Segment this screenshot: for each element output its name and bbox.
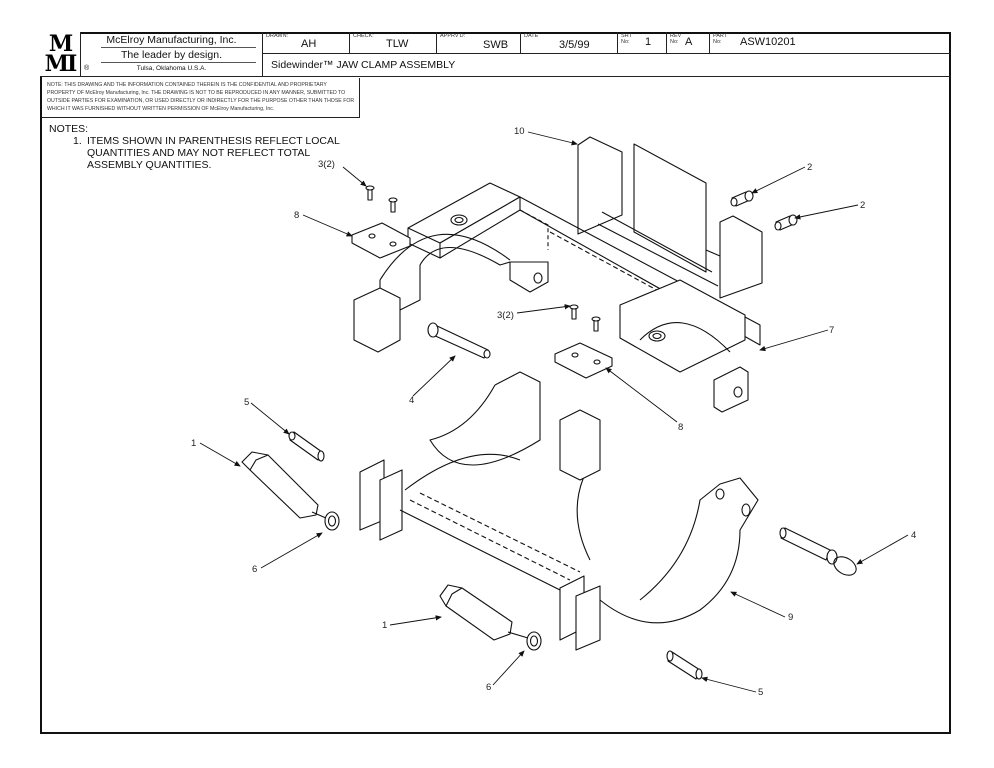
callout-3-middle: 3(2): [497, 310, 514, 321]
date-cell: DATE 3/5/99: [521, 32, 618, 54]
callout-6-bottom: 6: [486, 682, 491, 693]
part-1-clamp-knob-left: [241, 451, 319, 519]
callout-10: 10: [514, 126, 525, 137]
approved-cell: APPRV'D: SWB: [437, 32, 521, 54]
part-6-eye-bolt-left: [311, 511, 340, 531]
rev-cell: REV No: A: [667, 32, 710, 54]
callout-7: 7: [829, 325, 834, 336]
title-block-bottom-rule: [40, 76, 951, 77]
part-value: ASW10201: [740, 36, 796, 48]
notes-heading: NOTES:: [49, 123, 89, 135]
part-9-lower-jaw-frame: [359, 371, 759, 651]
approved-value: SWB: [483, 39, 509, 51]
drawn-label: DRAWN:: [266, 33, 289, 39]
sheet-value: 1: [645, 36, 652, 48]
part-4-hinge-pin-upper: [427, 322, 491, 359]
part-2-shoulder-bolt-a: [730, 190, 754, 207]
part-7-upper-jaw-frame: [353, 182, 761, 413]
confidentiality-notice: NOTE: THIS DRAWING AND THE INFORMATION C…: [42, 78, 360, 118]
drawing-title: Sidewinder™ JAW CLAMP ASSEMBLY: [271, 59, 456, 71]
part-8-retainer-plate-upper: [351, 222, 411, 259]
note-number: 1.: [73, 135, 82, 147]
company-name: McElroy Manufacturing, Inc.: [106, 34, 237, 46]
callout-labels: 10 3(2) 2 2 8 3(2) 7 4 8 5 1 6 4 9 1 6 5: [191, 126, 916, 698]
logo-letters-mi: MI: [44, 51, 78, 77]
sheet-label: SHT No:: [621, 33, 632, 45]
callout-5-left: 5: [244, 397, 249, 408]
callout-1-bottom: 1: [382, 620, 387, 631]
approved-label: APPRV'D:: [440, 33, 466, 39]
callout-1-left: 1: [191, 438, 196, 449]
part-5-dowel-pin-left: [288, 431, 325, 462]
callout-8-middle: 8: [678, 422, 683, 433]
part-2-shoulder-bolt-b: [774, 214, 798, 231]
date-value: 3/5/99: [559, 39, 590, 51]
part-6-eye-bolt-bottom: [507, 631, 542, 651]
leader-lines: [199, 131, 909, 693]
drawn-value: AH: [301, 38, 317, 50]
note-text: ITEMS SHOWN IN PARENTHESIS REFLECT LOCAL…: [87, 135, 340, 171]
part-1-clamp-knob-bottom: [439, 584, 513, 641]
part-label: PART No:: [713, 33, 728, 45]
registered-mark-icon: ®: [84, 65, 90, 72]
callout-9: 9: [788, 612, 793, 623]
rev-value: A: [685, 36, 693, 48]
sheet-cell: SHT No: 1: [618, 32, 667, 54]
company-logo: M MI: [40, 32, 81, 76]
part-10-jaw-insert-bracket: [577, 136, 763, 299]
callout-3-upper: 3(2): [318, 159, 335, 170]
drawing-frame: [40, 32, 951, 734]
notes-section: NOTES: 1. ITEMS SHOWN IN PARENTHESIS REF…: [49, 123, 339, 171]
check-value: TLW: [386, 38, 409, 50]
check-label: CHECK:: [353, 33, 374, 39]
company-location: Tulsa, Oklahoma U.S.A.: [136, 65, 207, 72]
part-3-flat-head-screws-middle: [569, 304, 601, 332]
drawn-cell: DRAWN: AH: [263, 32, 350, 54]
company-slogan: The leader by design.: [121, 49, 222, 61]
company-block: McElroy Manufacturing, Inc. The leader b…: [81, 32, 263, 76]
check-cell: CHECK: TLW: [350, 32, 437, 54]
callout-5-right: 5: [758, 687, 763, 698]
part-8-retainer-plate-middle: [554, 342, 613, 379]
part-3-flat-head-screws-upper: [365, 185, 398, 213]
divider: [101, 47, 256, 48]
callout-2-a: 2: [807, 162, 812, 173]
callout-4-upper: 4: [409, 395, 414, 406]
part-4-hinge-pin-with-ring: [779, 527, 857, 576]
logo-letter-m: M: [48, 31, 73, 57]
part-5-dowel-pin-right: [666, 650, 703, 680]
divider: [101, 62, 256, 63]
title-block: M MI McElroy Manufacturing, Inc. The lea…: [40, 32, 951, 77]
callout-6-left: 6: [252, 564, 257, 575]
date-label: DATE: [524, 33, 539, 39]
rev-label: REV No:: [670, 33, 682, 45]
callout-2-b: 2: [860, 200, 865, 211]
note-item: 1. ITEMS SHOWN IN PARENTHESIS REFLECT LO…: [73, 135, 339, 171]
callout-4-ring: 4: [911, 530, 916, 541]
callout-8-upper: 8: [294, 210, 299, 221]
part-cell: PART No: ASW10201: [710, 32, 951, 54]
